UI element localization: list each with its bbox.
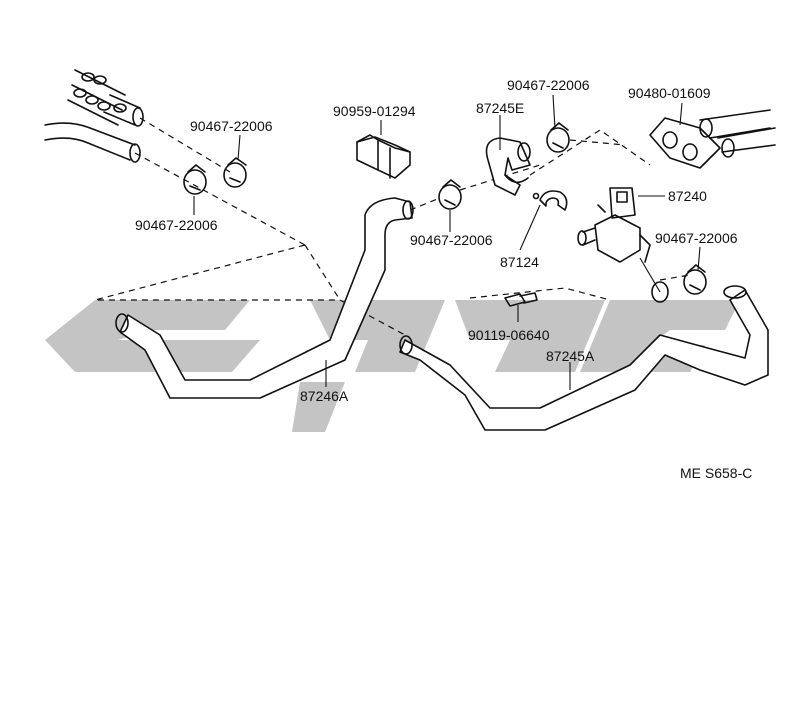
label-hose-a-left: 87246A xyxy=(300,388,349,404)
bracket-90959-01294 xyxy=(356,134,411,179)
label-bolt: 90119-06640 xyxy=(468,327,550,343)
label-bracket: 90959-01294 xyxy=(333,103,416,119)
label-clip-top-right: 90467-22006 xyxy=(507,77,590,93)
clamp-87124 xyxy=(532,190,568,211)
label-grommet: 90480-01609 xyxy=(628,85,711,101)
label-clip-center: 90467-22006 xyxy=(410,232,493,248)
label-clip-top-left: 90467-22006 xyxy=(190,118,273,134)
clip-left xyxy=(183,164,207,195)
bolt-90119-06640 xyxy=(504,292,538,307)
valve-87240 xyxy=(577,187,669,303)
clip-center xyxy=(438,179,462,210)
label-clip-left: 90467-22006 xyxy=(135,217,218,233)
label-clamp: 87124 xyxy=(500,254,539,270)
clip-right xyxy=(683,264,707,295)
hose-87246a xyxy=(115,197,414,399)
label-clip-right: 90467-22006 xyxy=(655,230,738,246)
engine-pipes xyxy=(44,69,144,163)
grommet-90480-01609 xyxy=(649,109,776,169)
hose-87245e xyxy=(485,137,531,196)
clip-top-right xyxy=(546,122,570,153)
leader-lines xyxy=(193,94,701,390)
clip-top-left xyxy=(223,157,247,188)
label-hose-a-right: 87245A xyxy=(546,348,595,364)
label-hose-e: 87245E xyxy=(476,100,524,116)
diagram-code: ME S658-C xyxy=(680,465,752,481)
label-valve: 87240 xyxy=(668,188,707,204)
hose-87245a xyxy=(399,285,769,431)
part-labels: 90467-22006 90467-22006 90959-01294 8724… xyxy=(135,77,752,481)
